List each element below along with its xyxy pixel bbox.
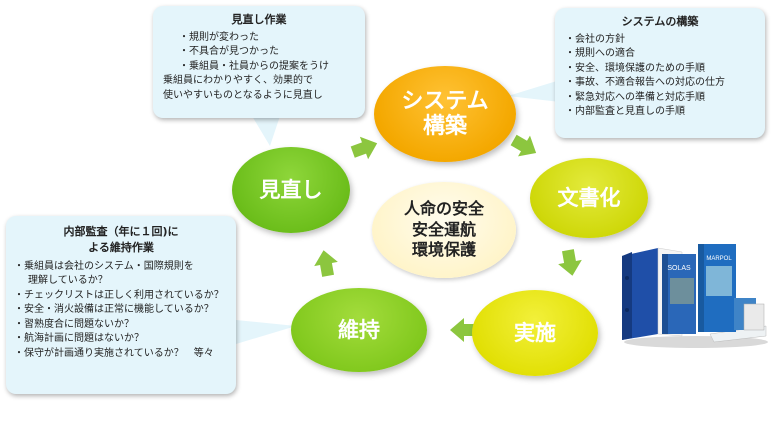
manual-binders-image: SOLAS MARPOL bbox=[622, 244, 768, 348]
audit-line-4: ・安全・消火設備は正常に機能しているか？ bbox=[14, 304, 214, 316]
audit-line-1: ・乗組員は会社のシステム・国際規則を bbox=[14, 260, 194, 272]
arrow-document-to-implement bbox=[558, 249, 582, 276]
system-item-6: ・内部監査と見直しの手順 bbox=[565, 106, 685, 118]
node-maintenance: 維持 bbox=[291, 288, 427, 372]
review-callout-title: 見直し作業 bbox=[231, 13, 287, 26]
arrow-maintain-to-review bbox=[314, 250, 338, 277]
marpol-label: MARPOL bbox=[706, 256, 732, 262]
review-item-2: ・不具合が見つかった bbox=[179, 46, 279, 58]
node-implementation-label: 実施 bbox=[514, 320, 556, 345]
center-line-3: 環境保護 bbox=[411, 240, 476, 260]
center-line-2: 安全運航 bbox=[411, 219, 476, 239]
system-item-4: ・事故、不適合報告への対応の仕方 bbox=[565, 77, 725, 89]
review-item-3: ・乗組員・社員からの提案をうけ bbox=[179, 60, 329, 72]
node-maintenance-label: 維持 bbox=[338, 317, 380, 342]
audit-callout-pointer bbox=[236, 320, 296, 344]
audit-line-2: 理解しているか？ bbox=[28, 275, 108, 287]
node-system-construction: システム 構築 bbox=[374, 66, 516, 162]
system-item-1: ・会社の方針 bbox=[565, 33, 625, 45]
system-callout: システムの構築 ・会社の方針 ・規則への適合 ・安全、環境保護のための手順 ・事… bbox=[555, 8, 765, 138]
node-documentation-label: 文書化 bbox=[557, 185, 621, 210]
arrow-system-to-document bbox=[510, 134, 537, 157]
center-goals: 人命の安全 安全運航 環境保護 bbox=[372, 182, 516, 278]
review-tail-1: 乗組員にわかりやすく、効果的で bbox=[163, 75, 313, 87]
audit-line-6: ・航海計画に問題はないか？ bbox=[14, 333, 144, 345]
center-line-1: 人命の安全 bbox=[403, 198, 484, 218]
arrow-implement-to-maintain bbox=[450, 318, 476, 342]
review-tail-2: 使いやすいものとなるように見直し bbox=[163, 89, 323, 101]
audit-line-7: ・保守が計画通り実施されているか？ 等々 bbox=[14, 347, 214, 359]
solas-label: SOLAS bbox=[667, 265, 691, 272]
system-callout-pointer bbox=[508, 80, 560, 102]
node-system-line2: 構築 bbox=[422, 114, 467, 139]
audit-line-3: ・チェックリストは正しく利用されているか？ bbox=[14, 289, 224, 301]
node-documentation: 文書化 bbox=[530, 158, 648, 238]
review-callout-pointer bbox=[252, 116, 280, 146]
node-system-line1: システム bbox=[401, 88, 489, 114]
node-implementation: 実施 bbox=[472, 290, 598, 376]
review-item-1: ・規則が変わった bbox=[179, 31, 259, 43]
audit-callout-title-1: 内部監査（年に１回)に bbox=[63, 225, 179, 238]
system-item-5: ・緊急対応への準備と対応手順 bbox=[565, 91, 705, 103]
audit-callout: 内部監査（年に１回)に よる維持作業 ・乗組員は会社のシステム・国際規則を 理解… bbox=[6, 216, 236, 394]
node-review-label: 見直し bbox=[259, 177, 323, 202]
system-item-3: ・安全、環境保護のための手順 bbox=[565, 62, 705, 74]
system-callout-title: システムの構築 bbox=[621, 15, 699, 28]
review-callout: 見直し作業 ・規則が変わった ・不具合が見つかった ・乗組員・社員からの提案をう… bbox=[153, 6, 365, 118]
arrow-review-to-system bbox=[350, 136, 378, 160]
node-review: 見直し bbox=[232, 147, 350, 233]
system-item-2: ・規則への適合 bbox=[565, 48, 635, 60]
audit-callout-title-2: よる維持作業 bbox=[88, 240, 154, 254]
audit-line-5: ・習熟度合に問題ないか？ bbox=[14, 318, 134, 330]
